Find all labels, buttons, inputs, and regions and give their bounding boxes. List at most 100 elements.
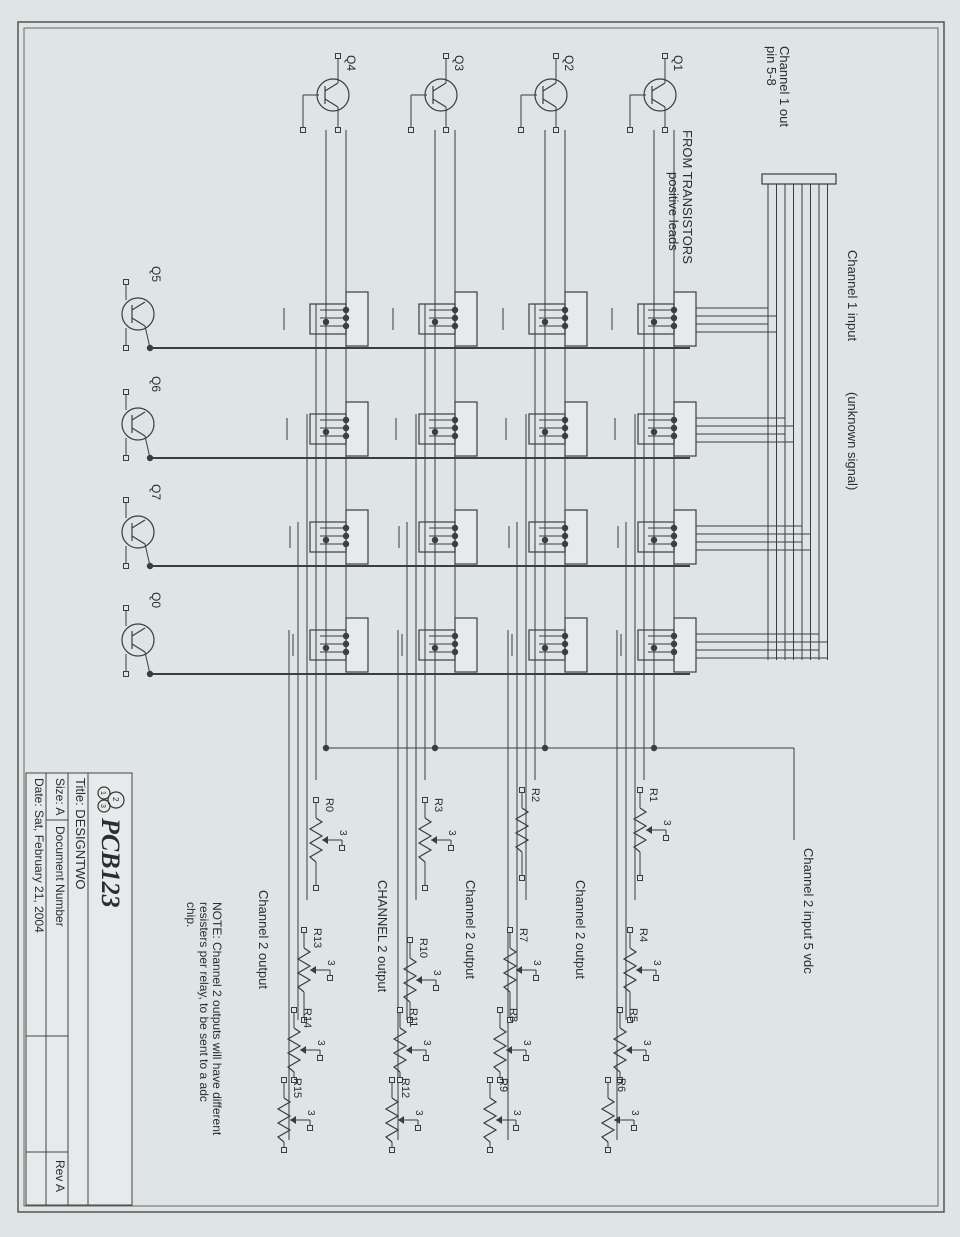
sheet-border-outer [17,21,945,1213]
junction-dot [670,416,678,424]
resistor-zigzag [622,947,638,993]
pin-pad [637,875,643,881]
junction-dot [431,428,439,436]
junction-dot [561,532,569,540]
label-ch2-output-b: Channel 2 output [463,880,478,979]
junction-dot [541,744,549,752]
junction-dot [670,632,678,640]
pin-pad [523,1055,529,1061]
resistor-label: R1 [647,788,659,802]
junction-dot [342,424,350,432]
pin-pad [617,1077,623,1083]
pot-pin-label: 3 [531,960,542,966]
pin-pad [497,1007,503,1013]
junction-dot [322,744,330,752]
relay-coil-frame [418,521,456,553]
resistor-label: R0 [323,798,335,812]
transistor-symbol [121,515,155,549]
pin-pad [123,563,129,569]
relay-coil-frame [309,629,347,661]
pin-pad [519,787,525,793]
transistor-label: Q6 [149,376,163,392]
junction-dot [342,416,350,424]
junction-dot [670,322,678,330]
transistor-lead [144,543,151,567]
resistor-label: R7 [517,928,529,942]
pin-pad [123,389,129,395]
pot-pin-label: 3 [305,1110,316,1116]
wiring-layer [150,130,828,1140]
pin-pad [533,975,539,981]
pin-pad [397,1077,403,1083]
junction-dot [342,632,350,640]
wiper-arrow [506,1046,512,1054]
pin-pad [335,53,341,59]
transistor-lead [144,325,151,349]
relay-box [454,291,478,347]
pin-pad [123,497,129,503]
relay-box [564,617,588,673]
resistor-network: R13R2R33R03R43R53R63R73R83R93R103R113R12… [276,787,672,1153]
pin-pad [627,927,633,933]
transistor-collector [131,519,146,529]
junction-dot [451,640,459,648]
junction-dot [541,536,549,544]
junction-dot [322,536,330,544]
relay-box [345,617,369,673]
pin-pad [123,671,129,677]
pot-pin-label: 3 [511,1110,522,1116]
junction-dot [431,536,439,544]
pin-pad [553,127,559,133]
label-ch2-output-a: Channel 2 output [573,880,588,979]
resistor-zigzag [417,817,433,863]
pin-pad [643,1055,649,1061]
pot-pin-label: 3 [421,1040,432,1046]
resistor-zigzag [384,1097,400,1143]
pin-pad [335,127,341,133]
junction-dot [451,532,459,540]
relay-coil-frame [637,521,675,553]
pin-pad [662,127,668,133]
pin-pad [123,605,129,611]
transistor-emitter [324,98,339,108]
junction-dot [431,644,439,652]
transistor-emitter [131,535,146,545]
sheet-border-inner [23,27,939,1207]
transistor-collector [131,301,146,311]
junction-dot [650,428,658,436]
transistor-label: Q3 [452,55,466,71]
relay-box [673,617,697,673]
wiper-arrow [310,966,316,974]
transistor-collector [324,82,339,92]
relay-coil-frame [418,629,456,661]
junction-dot [342,432,350,440]
transistor-symbol [643,78,677,112]
junction-dot [541,644,549,652]
pin-pad [663,835,669,841]
resistor-label: R6 [615,1078,627,1092]
junction-dot [322,428,330,436]
transistor-label: Q7 [149,484,163,500]
pin-pad [662,53,668,59]
note-line-3: chip. [184,902,198,927]
channel1-header [761,173,837,185]
pot-pin-label: 3 [431,970,442,976]
relay-box [345,401,369,457]
relay-box [345,509,369,565]
junction-dot [342,524,350,532]
title-company: PCB123 [96,817,125,908]
svg-text:1: 1 [99,791,106,795]
junction-dot [451,322,459,330]
wiper-arrow [646,826,652,834]
junction-dot [431,744,439,752]
transistor-label: Q1 [671,55,685,71]
relay-coil-frame [528,629,566,661]
pin-pad [313,797,319,803]
resistor-zigzag [492,1027,508,1073]
junction-dot [670,424,678,432]
relay-box [454,401,478,457]
pin-pad [291,1077,297,1083]
relay-box [673,509,697,565]
transistor-emitter [651,98,666,108]
